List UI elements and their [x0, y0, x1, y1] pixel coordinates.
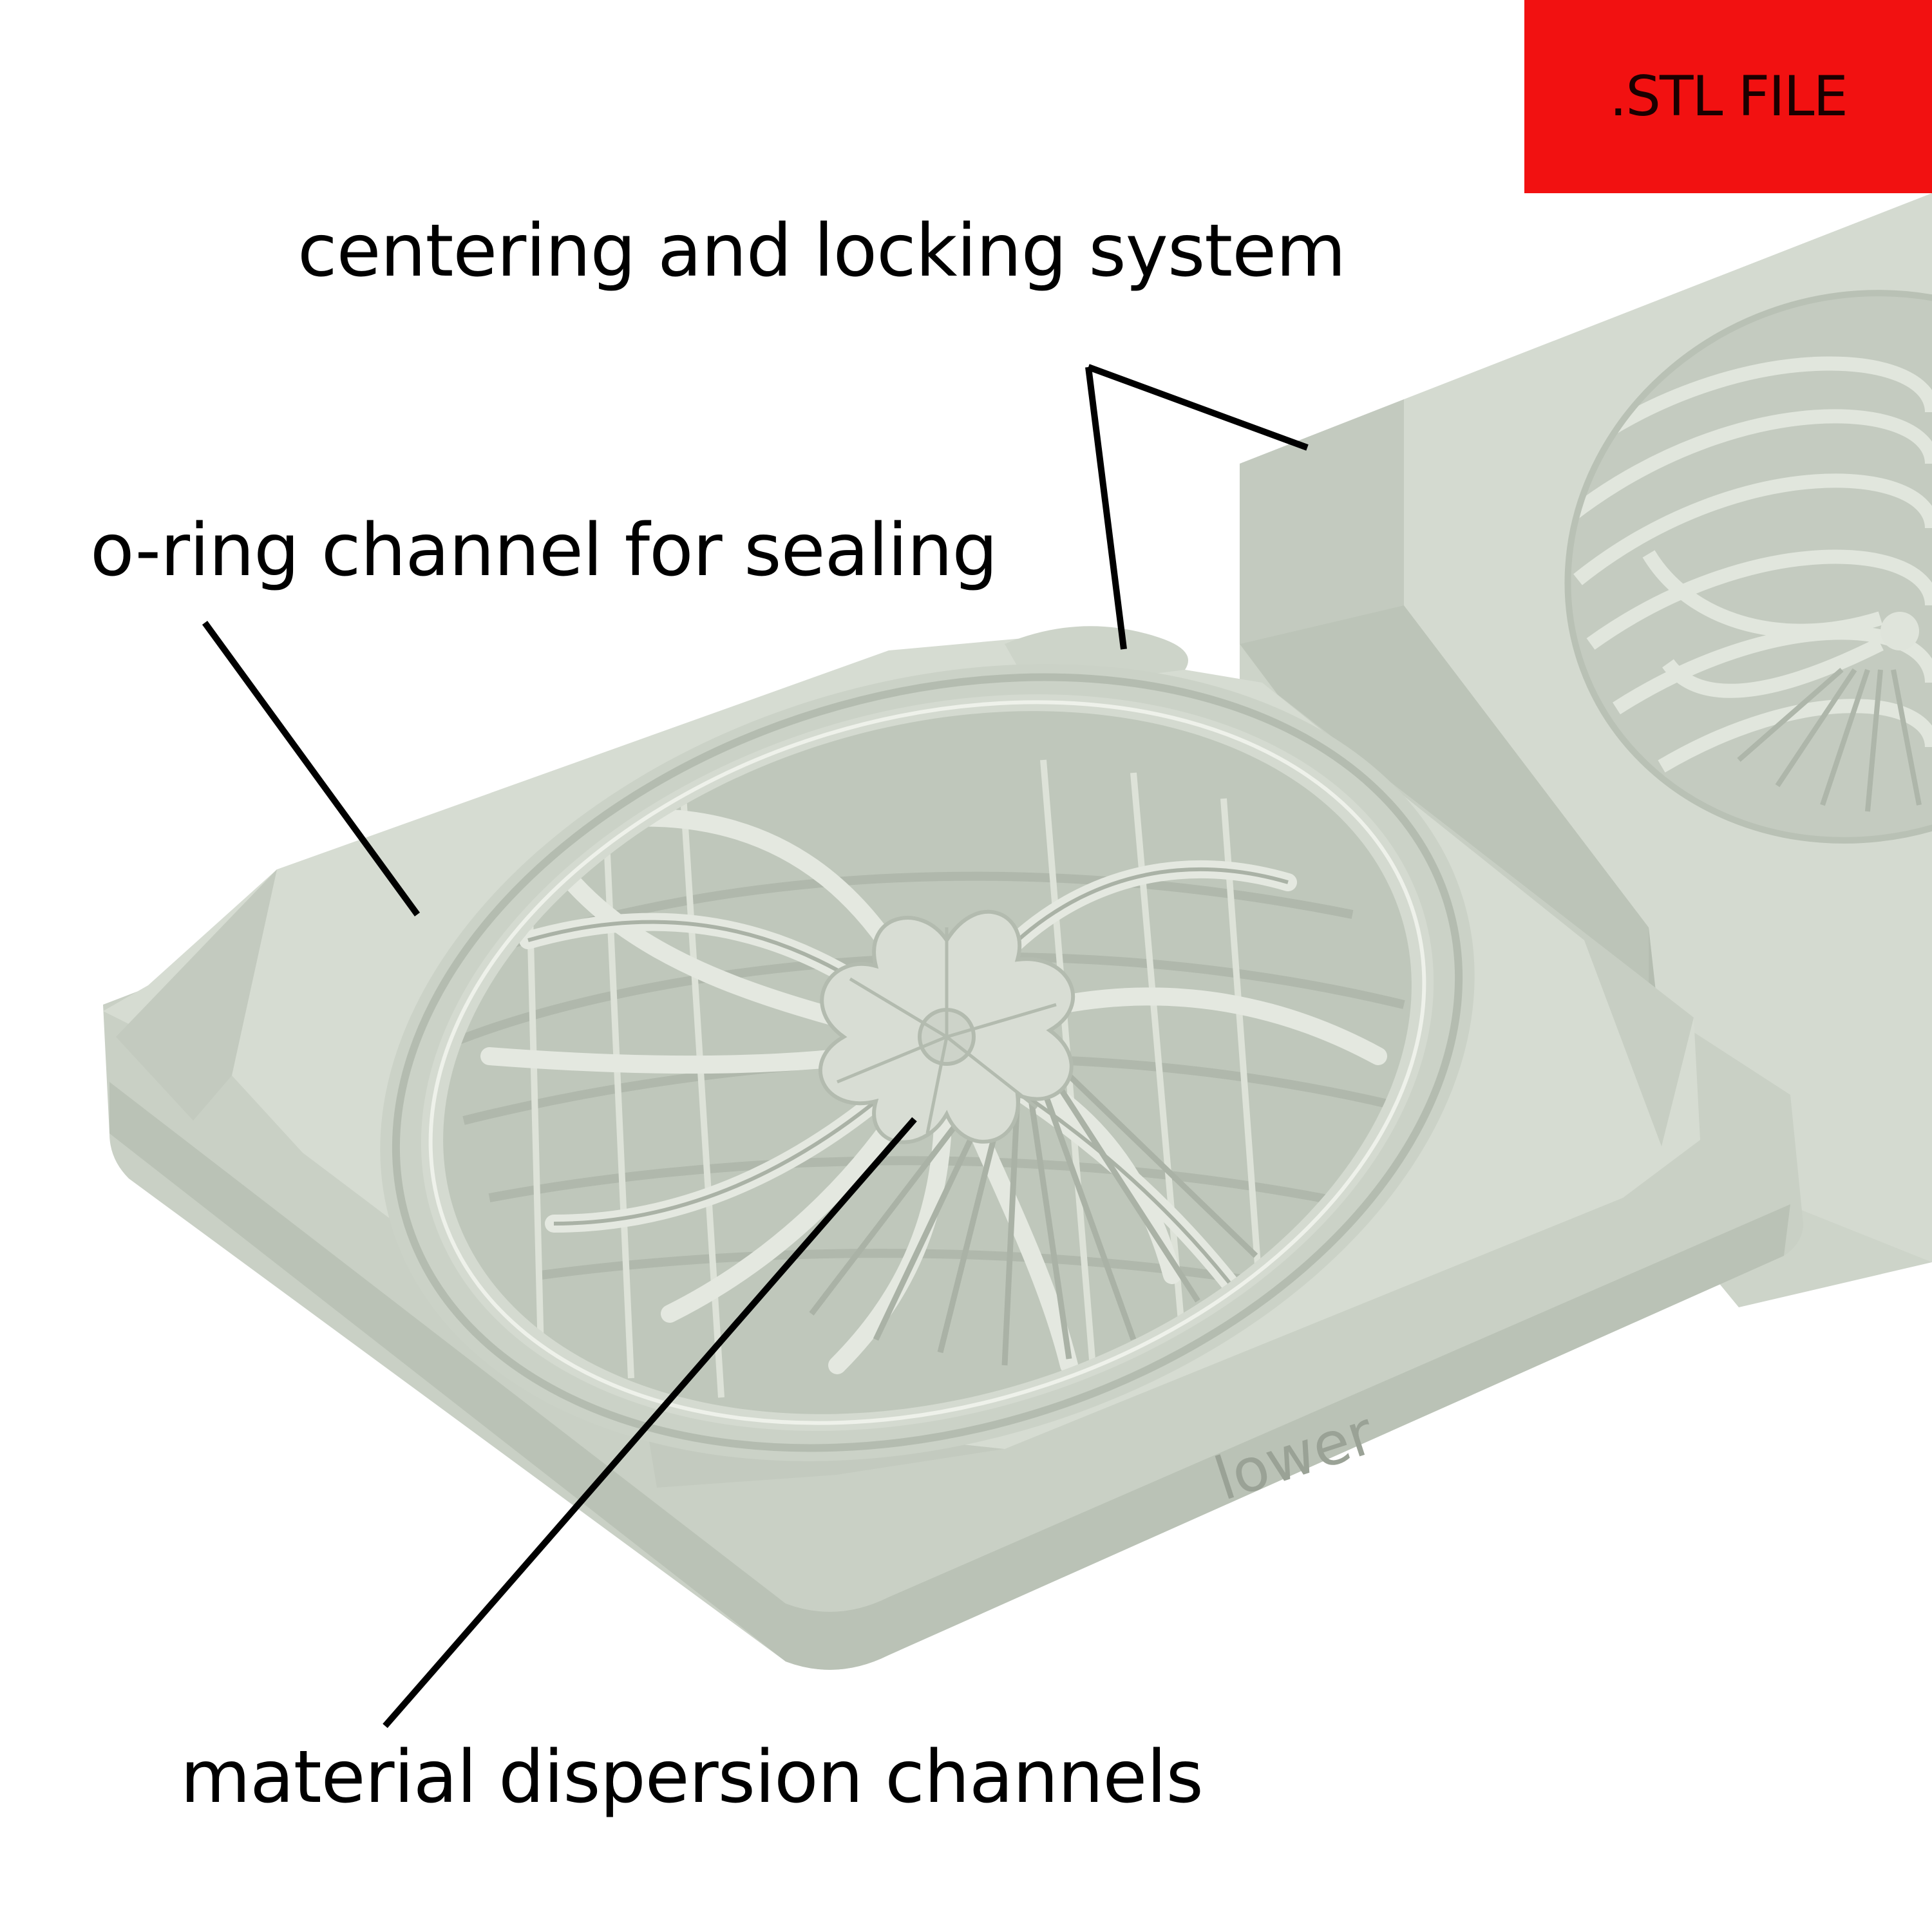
stl-file-badge-label: .STL FILE — [1609, 64, 1848, 129]
leader-oring — [202, 621, 421, 916]
callout-oring-channel: o-ring channel for sealing — [90, 509, 998, 592]
leader-lines — [202, 364, 1309, 1728]
central-distributor — [818, 909, 1075, 1144]
callout-material-dispersion: material dispersion channels — [180, 1736, 1204, 1819]
leader-centering-left — [1085, 366, 1127, 650]
upper-mold-half — [1240, 193, 1932, 1307]
leader-material — [383, 1117, 917, 1728]
leader-centering-right — [1087, 364, 1309, 451]
callout-centering-locking: centering and locking system — [298, 209, 1346, 293]
stl-file-badge: .STL FILE — [1524, 0, 1932, 193]
lower-mold-half: lower — [103, 626, 1803, 1670]
